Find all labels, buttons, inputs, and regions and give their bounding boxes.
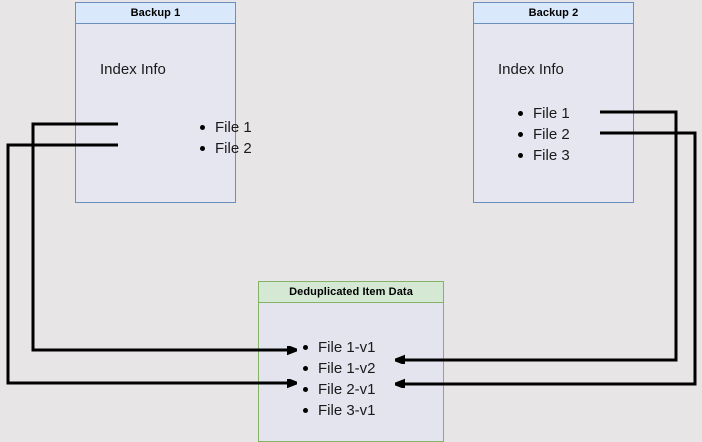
list-item[interactable]: File 2 xyxy=(196,138,252,159)
deduplicated-item-data-box[interactable]: Deduplicated Item Data File 1-v1 File 1-… xyxy=(258,281,444,442)
deduplicated-item-data-title: Deduplicated Item Data xyxy=(259,282,443,303)
backup-2-box[interactable]: Backup 2 Index Info File 1 File 2 File 3 xyxy=(473,2,634,203)
list-item[interactable]: File 1-v1 xyxy=(299,337,376,358)
backup-1-index-info-label: Index Info xyxy=(100,61,166,78)
backup-1-title: Backup 1 xyxy=(76,3,235,24)
backup-1-box[interactable]: Backup 1 Index Info File 1 File 2 xyxy=(75,2,252,203)
backup-2-title: Backup 2 xyxy=(474,3,633,24)
list-item[interactable]: File 3 xyxy=(514,145,570,166)
backup-1-file-list: File 1 File 2 xyxy=(196,117,252,159)
list-item[interactable]: File 3-v1 xyxy=(299,400,376,421)
deduplicated-item-list: File 1-v1 File 1-v2 File 2-v1 File 3-v1 xyxy=(299,337,376,421)
list-item[interactable]: File 2 xyxy=(514,124,570,145)
list-item[interactable]: File 1-v2 xyxy=(299,358,376,379)
backup-2-index-info-label: Index Info xyxy=(498,61,564,78)
list-item[interactable]: File 1 xyxy=(196,117,252,138)
backup-2-file-list: File 1 File 2 File 3 xyxy=(514,103,570,166)
list-item[interactable]: File 1 xyxy=(514,103,570,124)
list-item[interactable]: File 2-v1 xyxy=(299,379,376,400)
